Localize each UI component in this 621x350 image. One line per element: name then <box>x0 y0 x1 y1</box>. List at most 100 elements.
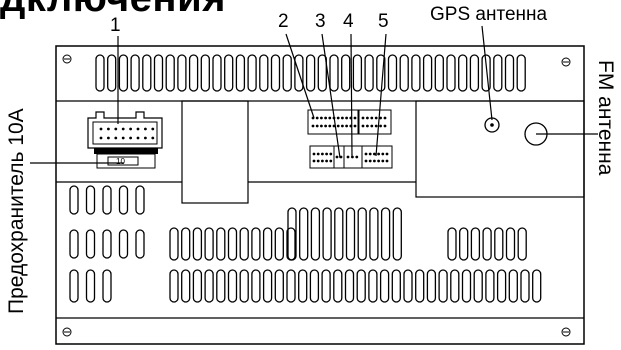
connector-pin <box>114 127 118 131</box>
vent-slot <box>107 54 117 92</box>
vent-slot <box>235 54 246 92</box>
vent-slot <box>204 227 214 261</box>
vent-slot <box>447 227 457 261</box>
vent-slot <box>216 227 226 261</box>
vent-slot <box>153 54 164 92</box>
callout-2: 2 <box>278 11 289 32</box>
vent-slot <box>287 207 297 261</box>
vent-slot <box>380 207 391 261</box>
vent-slot <box>69 229 79 259</box>
antenna-block <box>415 100 585 198</box>
fuse-value: 10 <box>116 157 125 166</box>
connector-pin <box>121 136 125 140</box>
connector-pin <box>377 152 380 156</box>
callout-5: 5 <box>378 11 389 32</box>
vent-slot <box>508 269 518 303</box>
vent-slot <box>473 269 483 303</box>
vent-slot <box>422 54 433 92</box>
connector-pin <box>107 136 110 140</box>
connector-pin <box>368 152 372 156</box>
vent-slot <box>470 227 481 261</box>
vent-slot <box>165 54 175 92</box>
vent-slot <box>379 269 390 303</box>
connector-pin <box>370 116 374 120</box>
connector-pin <box>381 159 385 163</box>
vent-slot <box>69 269 79 303</box>
connector-pin <box>383 116 387 120</box>
connector-pin <box>379 116 382 120</box>
connector-pin <box>324 124 327 128</box>
connector-pin <box>368 159 372 163</box>
vent-slot <box>251 227 261 261</box>
vent-slot <box>411 54 421 92</box>
connector-pin <box>325 152 328 156</box>
vent-slot <box>403 269 413 303</box>
connector-pin <box>374 124 378 128</box>
vent-slot <box>426 269 437 303</box>
vent-slot <box>459 227 469 261</box>
connector-pin <box>129 136 133 140</box>
vent-slot <box>364 54 374 92</box>
connector-pin <box>353 116 357 120</box>
connector-pin <box>370 124 374 128</box>
vent-slot <box>204 269 214 303</box>
connector-pin <box>321 152 324 156</box>
vent-slot <box>321 269 331 303</box>
connector-pin <box>311 124 315 128</box>
vent-slot <box>504 54 515 92</box>
vent-slot <box>469 54 480 92</box>
vent-slot <box>520 269 530 303</box>
vent-slot <box>387 54 398 92</box>
connector-pin <box>345 124 348 128</box>
vent-slot <box>118 54 129 92</box>
connector-pin <box>377 159 380 163</box>
screw-bottom-right-icon <box>561 327 571 337</box>
vent-slot <box>239 227 249 261</box>
vent-slot <box>352 54 363 92</box>
vent-slot <box>446 54 456 92</box>
vent-slot <box>259 54 269 92</box>
vent-slot <box>517 227 527 261</box>
vent-slot <box>341 54 351 92</box>
connector-pin <box>315 116 319 120</box>
ventilation-slots <box>69 54 542 303</box>
connector-pin <box>316 152 320 156</box>
center-block <box>181 100 249 204</box>
connector-pin <box>364 159 368 163</box>
connector-pin <box>328 116 332 120</box>
vent-slot <box>102 269 112 303</box>
connector-pin <box>136 136 140 140</box>
vent-slot <box>274 227 284 261</box>
vent-slot <box>356 269 366 303</box>
vent-slot <box>85 269 96 303</box>
connectors-3-4-5 <box>309 145 393 169</box>
vent-slot <box>461 269 472 303</box>
vent-slot <box>305 54 316 92</box>
vent-slot <box>357 207 367 261</box>
connector-pin <box>144 127 147 131</box>
connector-pin <box>107 127 110 131</box>
connector-pin <box>381 152 385 156</box>
vent-slot <box>494 227 504 261</box>
vent-slot <box>262 269 273 303</box>
vent-slot <box>169 269 179 303</box>
vent-slot <box>135 229 145 259</box>
connector-pin <box>320 124 323 128</box>
vent-slot <box>142 54 152 92</box>
vent-slot <box>118 185 129 215</box>
connector-pin <box>114 136 118 140</box>
vent-slot <box>270 54 281 92</box>
vent-slot <box>177 54 187 92</box>
vent-slot <box>482 227 492 261</box>
vent-slot <box>322 207 332 261</box>
connector-pin <box>353 124 357 128</box>
connector-pin <box>328 124 332 128</box>
connector-pin <box>325 159 328 163</box>
vent-slot <box>309 269 320 303</box>
vent-slot <box>85 185 96 215</box>
vent-slot <box>334 207 344 261</box>
vent-slot <box>239 269 249 303</box>
vent-slot <box>516 54 526 92</box>
connector-pin <box>316 159 320 163</box>
